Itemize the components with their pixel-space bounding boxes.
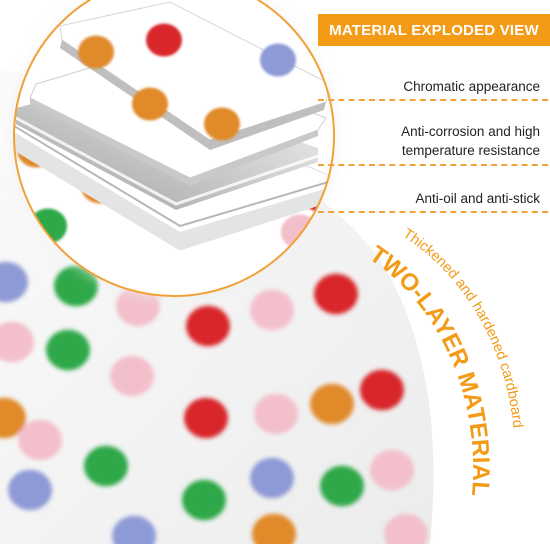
polka-dot	[360, 369, 404, 411]
polka-dot	[112, 515, 156, 544]
polka-dot	[18, 419, 62, 461]
polka-dot	[110, 355, 154, 397]
callout-line-1: Anti-corrosion and high	[401, 124, 540, 139]
callout-anti-corrosion: Anti-corrosion and high temperature resi…	[401, 122, 540, 160]
polka-dot	[254, 393, 298, 435]
section-banner: MATERIAL EXPLODED VIEW	[318, 14, 550, 46]
polka-dot	[132, 87, 168, 121]
polka-dot	[146, 23, 182, 57]
polka-dot	[260, 43, 296, 77]
polka-dot	[250, 289, 294, 331]
polka-dot	[84, 445, 128, 487]
polka-dot	[0, 261, 28, 303]
polka-dot	[184, 397, 228, 439]
polka-dot	[0, 321, 34, 363]
polka-dot	[310, 383, 354, 425]
polka-dot	[384, 513, 428, 544]
callout-chromatic-appearance: Chromatic appearance	[403, 79, 540, 94]
polka-dot	[78, 35, 114, 69]
callout-anti-oil: Anti-oil and anti-stick	[415, 191, 540, 206]
plate-dot-pattern	[0, 261, 428, 544]
polka-dot	[186, 305, 230, 347]
polka-dot	[370, 449, 414, 491]
callout-line-2: temperature resistance	[401, 143, 540, 158]
polka-dot	[314, 273, 358, 315]
polka-dot	[54, 265, 98, 307]
polka-dot	[320, 465, 364, 507]
polka-dot	[8, 469, 52, 511]
polka-dot	[204, 107, 240, 141]
polka-dot	[0, 397, 26, 439]
polka-dot	[46, 329, 90, 371]
callout-leader-line	[318, 99, 548, 101]
polka-dot	[182, 479, 226, 521]
polka-dot	[252, 513, 296, 544]
magnifier-circle	[11, 0, 337, 299]
callout-leader-line	[318, 211, 548, 213]
callout-leader-line	[318, 164, 548, 166]
lid-dot-pattern	[78, 23, 296, 141]
polka-dot	[250, 457, 294, 499]
